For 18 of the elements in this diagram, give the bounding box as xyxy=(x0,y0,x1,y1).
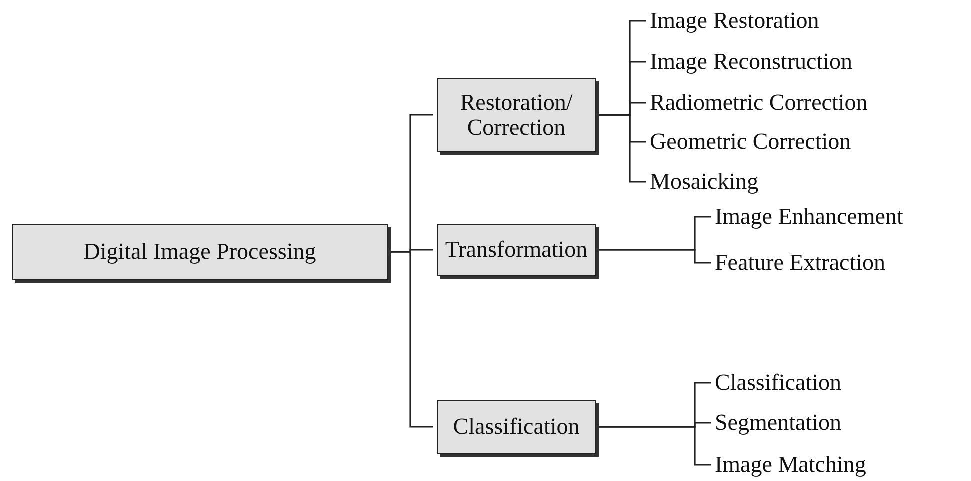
item-label: Image Enhancement xyxy=(715,202,904,232)
connector-line xyxy=(388,251,433,428)
category-box: Digital Image Processing xyxy=(12,224,388,280)
item-label: Segmentation xyxy=(715,408,842,438)
connector-line xyxy=(596,114,646,183)
item-label: Classification xyxy=(715,368,842,398)
connector-line xyxy=(596,249,711,264)
item-label: Mosaicking xyxy=(650,167,759,197)
item-label: Feature Extraction xyxy=(715,248,886,278)
category-box: Transformation xyxy=(437,224,596,276)
item-label: Geometric Correction xyxy=(650,127,852,157)
item-label: Image Matching xyxy=(715,450,866,480)
item-label: Image Reconstruction xyxy=(650,47,852,77)
item-label: Image Restoration xyxy=(650,6,820,36)
category-box: Classification xyxy=(437,400,596,454)
item-label: Radiometric Correction xyxy=(650,88,868,118)
connector-line xyxy=(596,426,711,466)
category-box: Restoration/ Correction xyxy=(437,78,596,152)
